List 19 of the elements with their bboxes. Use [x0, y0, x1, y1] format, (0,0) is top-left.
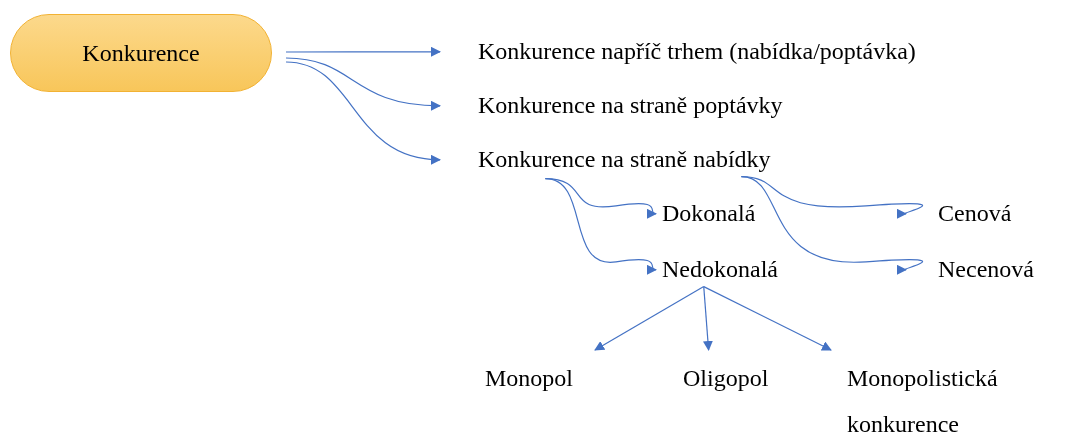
branch-label: Monopol	[485, 356, 573, 402]
arrow	[740, 176, 924, 272]
arrow	[285, 57, 441, 111]
branch-label: Dokonalá	[662, 191, 756, 237]
branch-label: Nedokonalá	[662, 247, 778, 293]
rounded-node: Konkurence	[10, 14, 272, 92]
arrow	[285, 61, 441, 164]
arrow	[702, 286, 713, 351]
arrow	[703, 286, 832, 351]
branch-label: Monopolistická konkurence	[847, 356, 1052, 442]
branch-label: Konkurence na straně nabídky	[478, 137, 771, 183]
branch-label: Oligopol	[683, 356, 769, 402]
arrow	[285, 46, 441, 57]
branch-label: Necenová	[938, 247, 1034, 293]
arrow	[544, 178, 657, 274]
branch-label: Cenová	[938, 191, 1012, 237]
arrow	[594, 286, 705, 351]
branch-label: Konkurence na straně poptávky	[478, 83, 783, 129]
branch-label: Konkurence napříč trhem (nabídka/poptávka)	[478, 29, 916, 75]
